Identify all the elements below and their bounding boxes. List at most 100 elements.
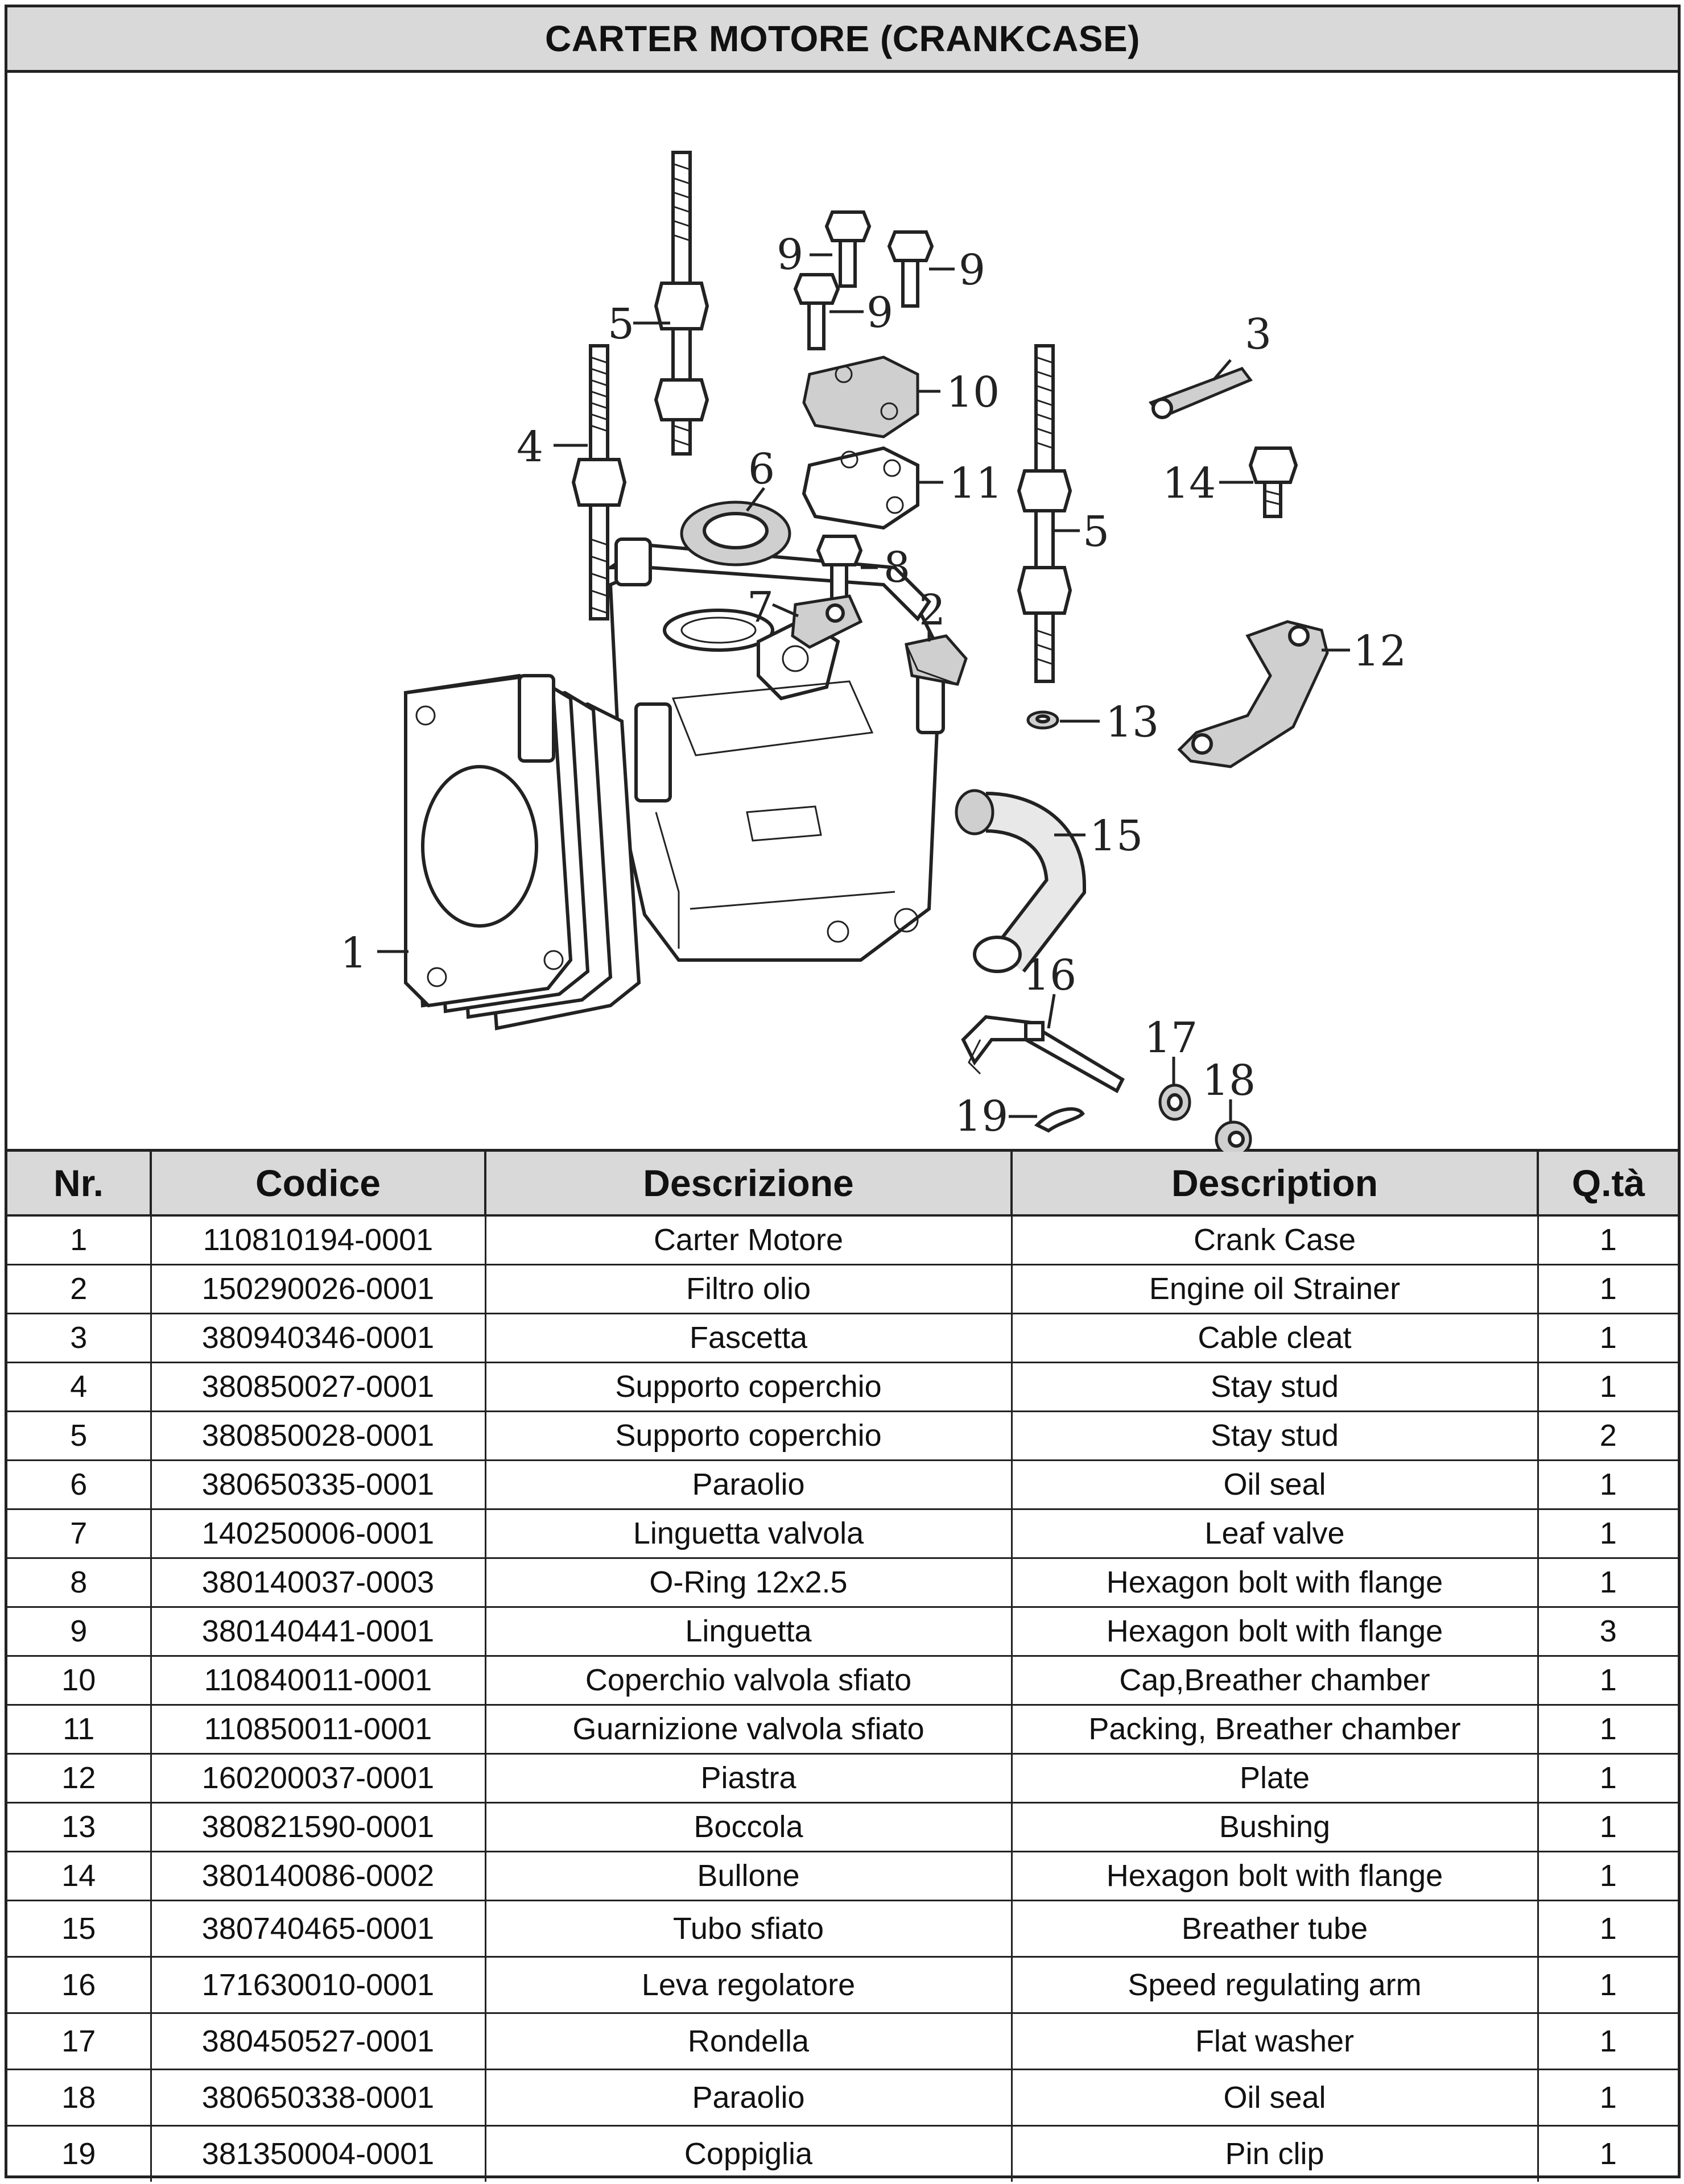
- cell-description: Oil seal: [1010, 1459, 1539, 1510]
- cell-code: 380940346-0001: [150, 1312, 486, 1363]
- cell-qty: 2: [1537, 1410, 1678, 1461]
- cell-qty: 1: [1537, 1654, 1678, 1706]
- crankcase-exploded-view: 1 2 3 4 5 5 6 7 8 9 9 9 10 11 12 13 14 1…: [340, 151, 1406, 1152]
- flange-bolt-14: [1248, 446, 1298, 518]
- breather-tube-15: [955, 789, 1087, 973]
- cell-code: 380450527-0001: [150, 2012, 486, 2070]
- stay-stud-5-right: [1017, 344, 1072, 683]
- callout-10: 10: [946, 368, 1000, 417]
- flange-bolt-9b: [887, 230, 934, 308]
- table-row: 9 380140441-0001 Linguetta Hexagon bolt …: [7, 1606, 1678, 1657]
- leader-lines: [377, 253, 1350, 1122]
- cell-descrizione: Coperchio valvola sfiato: [484, 1654, 1013, 1706]
- cell-qty: 1: [1537, 2068, 1678, 2127]
- cell-description: Oil seal: [1010, 2068, 1539, 2127]
- cell-description: Stay stud: [1010, 1410, 1539, 1461]
- cell-description: Plate: [1010, 1752, 1539, 1804]
- cell-description: Stay stud: [1010, 1361, 1539, 1412]
- callout-5b: 5: [1083, 507, 1109, 556]
- cell-nr: 3: [7, 1312, 152, 1363]
- table-row: 14 380140086-0002 Bullone Hexagon bolt w…: [7, 1850, 1678, 1901]
- cell-descrizione: Rondella: [484, 2012, 1013, 2070]
- cell-nr: 1: [7, 1214, 152, 1265]
- flat-washer-17: [1158, 1083, 1191, 1121]
- table-row: 15 380740465-0001 Tubo sfiato Breather t…: [7, 1899, 1678, 1958]
- header-qty: Q.tà: [1537, 1152, 1678, 1217]
- breather-cap-10: [802, 355, 919, 439]
- cell-code: 110840011-0001: [150, 1654, 486, 1706]
- page-title: CARTER MOTORE (CRANKCASE): [7, 7, 1678, 73]
- table-row: 3 380940346-0001 Fascetta Cable cleat 1: [7, 1312, 1678, 1363]
- cell-qty: 1: [1537, 1214, 1678, 1265]
- cell-qty: 1: [1537, 1899, 1678, 1958]
- cell-code: 160200037-0001: [150, 1752, 486, 1804]
- callout-4: 4: [517, 423, 543, 471]
- callout-11: 11: [949, 459, 1002, 508]
- cable-cleat-3: [1148, 367, 1253, 419]
- callout-9a: 9: [777, 230, 803, 279]
- cell-code: 380740465-0001: [150, 1899, 486, 1958]
- crankcase-drawing: [403, 537, 945, 1031]
- cell-description: Engine oil Strainer: [1010, 1263, 1539, 1314]
- cell-nr: 14: [7, 1850, 152, 1901]
- breather-packing-11: [802, 446, 919, 530]
- cell-code: 380850027-0001: [150, 1361, 486, 1412]
- callout-19: 19: [955, 1092, 1008, 1141]
- cell-nr: 17: [7, 2012, 152, 2070]
- cell-nr: 18: [7, 2068, 152, 2127]
- cell-qty: 1: [1537, 1459, 1678, 1510]
- cell-code: 380140037-0003: [150, 1557, 486, 1608]
- table-row: 8 380140037-0003 O-Ring 12x2.5 Hexagon b…: [7, 1557, 1678, 1608]
- callout-18: 18: [1202, 1056, 1256, 1105]
- cell-descrizione: Paraolio: [484, 2068, 1013, 2127]
- table-row: 17 380450527-0001 Rondella Flat washer 1: [7, 2012, 1678, 2070]
- cell-qty: 1: [1537, 1263, 1678, 1314]
- table-row: 6 380650335-0001 Paraolio Oil seal 1: [7, 1459, 1678, 1510]
- cell-descrizione: Piastra: [484, 1752, 1013, 1804]
- table-row: 10 110840011-0001 Coperchio valvola sfia…: [7, 1654, 1678, 1706]
- cell-code: 171630010-0001: [150, 1955, 486, 2014]
- oil-seal-6: [680, 500, 791, 566]
- callout-15: 15: [1089, 812, 1143, 861]
- cell-nr: 8: [7, 1557, 152, 1608]
- cell-code: 150290026-0001: [150, 1263, 486, 1314]
- cell-description: Flat washer: [1010, 2012, 1539, 2070]
- callout-8: 8: [884, 543, 910, 592]
- cell-description: Hexagon bolt with flange: [1010, 1606, 1539, 1657]
- cell-qty: 1: [1537, 1508, 1678, 1559]
- cell-descrizione: Filtro olio: [484, 1263, 1013, 1314]
- cell-code: 380821590-0001: [150, 1801, 486, 1852]
- cell-qty: 1: [1537, 2012, 1678, 2070]
- cell-nr: 11: [7, 1703, 152, 1755]
- cell-nr: 13: [7, 1801, 152, 1852]
- cell-code: 380650338-0001: [150, 2068, 486, 2127]
- table-row: 7 140250006-0001 Linguetta valvola Leaf …: [7, 1508, 1678, 1559]
- cell-descrizione: Supporto coperchio: [484, 1410, 1013, 1461]
- header-nr: Nr.: [7, 1152, 152, 1217]
- cell-nr: 6: [7, 1459, 152, 1510]
- cell-qty: 1: [1537, 1312, 1678, 1363]
- flange-bolt-9c: [793, 273, 840, 350]
- header-description: Description: [1010, 1152, 1539, 1217]
- cell-descrizione: Guarnizione valvola sfiato: [484, 1703, 1013, 1755]
- cell-descrizione: Supporto coperchio: [484, 1361, 1013, 1412]
- bushing-13: [1026, 710, 1059, 730]
- cell-nr: 12: [7, 1752, 152, 1804]
- stay-stud-5-left: [654, 151, 709, 456]
- cell-nr: 5: [7, 1410, 152, 1461]
- leaf-valve-7: [791, 594, 863, 649]
- table-row: 4 380850027-0001 Supporto coperchio Stay…: [7, 1361, 1678, 1412]
- oil-strainer-2: [905, 634, 968, 686]
- parts-sheet: CARTER MOTORE (CRANKCASE): [5, 5, 1681, 2182]
- flange-bolt-9a: [824, 210, 872, 288]
- exploded-diagram: 1 2 3 4 5 5 6 7 8 9 9 9 10 11 12 13 14 1…: [7, 73, 1678, 1152]
- table-row: 1 110810194-0001 Carter Motore Crank Cas…: [7, 1214, 1678, 1265]
- oil-seal-18: [1215, 1120, 1252, 1152]
- cell-description: Hexagon bolt with flange: [1010, 1557, 1539, 1608]
- stay-stud-4: [571, 344, 627, 621]
- callout-labels: 1 2 3 4 5 5 6 7 8 9 9 9 10 11 12 13 14 1…: [340, 230, 1406, 1141]
- cell-description: Pin clip: [1010, 2124, 1539, 2182]
- cell-code: 380140086-0002: [150, 1850, 486, 1901]
- cell-qty: 1: [1537, 1557, 1678, 1608]
- cell-nr: 19: [7, 2124, 152, 2182]
